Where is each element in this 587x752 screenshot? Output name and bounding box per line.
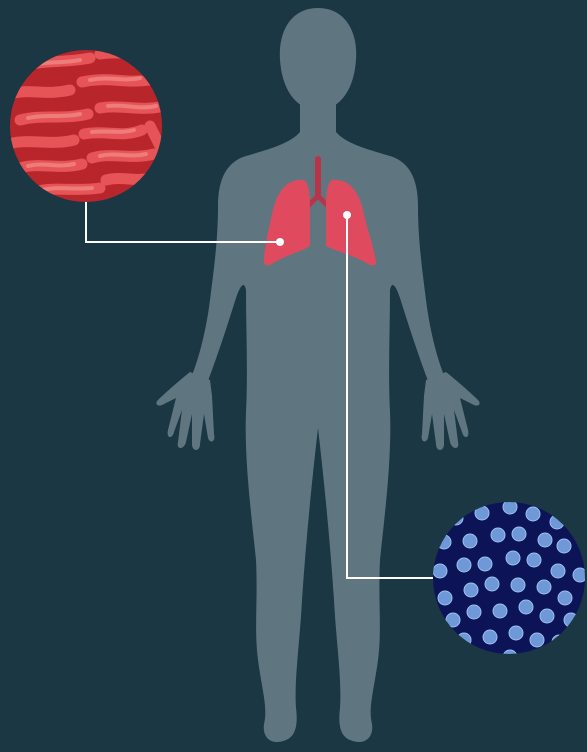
cocci-bacteria-icon <box>433 500 587 665</box>
coccus-cell <box>433 564 447 578</box>
coccus-cell <box>457 633 471 647</box>
coccus-cell <box>573 568 587 582</box>
coccus-cell <box>491 528 505 542</box>
right-hand-shape <box>422 372 480 450</box>
coccus-cell <box>552 635 566 649</box>
coccus-cell <box>446 613 460 627</box>
head-shape <box>280 8 356 112</box>
coccus-cell <box>530 633 544 647</box>
coccus-cell <box>457 558 471 572</box>
coccus-cell <box>477 651 491 665</box>
coccus-cell <box>493 604 507 618</box>
coccus-cell <box>519 600 533 614</box>
coccus-cell <box>551 564 565 578</box>
left-hand-shape <box>156 372 214 450</box>
coccus-cell <box>511 578 525 592</box>
rod-bacteria-icon <box>8 50 165 202</box>
coccus-cell <box>538 533 552 547</box>
coccus-cell <box>537 580 551 594</box>
coccus-cell <box>527 553 541 567</box>
coccus-cell <box>449 511 463 525</box>
coccus-cell <box>467 605 481 619</box>
human-body-icon <box>156 8 479 742</box>
coccus-cell <box>526 507 540 521</box>
coccus-cell <box>564 613 578 627</box>
left-lung-marker-dot <box>276 238 284 246</box>
coccus-cell <box>558 591 572 605</box>
coccus-cell <box>464 583 478 597</box>
coccus-cell <box>509 626 523 640</box>
coccus-cell <box>438 591 452 605</box>
coccus-cell <box>485 577 499 591</box>
right-lung-marker-dot <box>343 211 351 219</box>
coccus-cell <box>550 515 564 529</box>
coccus-cell <box>475 506 489 520</box>
coccus-cell <box>503 500 517 514</box>
coccus-cell <box>506 551 520 565</box>
coccus-cell <box>463 534 477 548</box>
coccus-cell <box>540 609 554 623</box>
coccus-cell <box>557 539 571 553</box>
coccus-cell <box>503 650 517 664</box>
coccus-cell <box>437 535 451 549</box>
coccus-cell <box>512 527 526 541</box>
coccus-cell <box>529 650 543 664</box>
coccus-cell <box>478 557 492 571</box>
trachea-shape <box>315 156 321 200</box>
coccus-cell <box>483 630 497 644</box>
